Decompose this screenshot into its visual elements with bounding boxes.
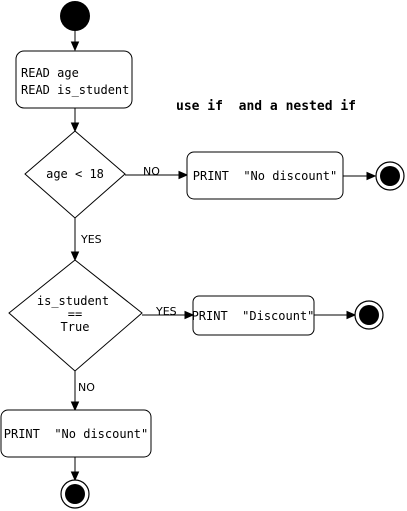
print-no-discount-top: PRINT "No discount": [186, 151, 344, 200]
arrowhead-start-to-input: [70, 41, 80, 52]
arrowhead-age-yes: [70, 251, 80, 262]
arrowhead-print-no-discount-top-to-end: [366, 171, 377, 181]
decision-age-label: age < 18: [46, 167, 104, 181]
decision-student-line1: is_student: [37, 294, 109, 308]
arrowhead-input-to-age-decision: [70, 122, 80, 133]
diagram-note: use if and a nested if: [176, 99, 356, 114]
print-discount: PRINT "Discount": [192, 295, 315, 336]
input-line-read-is-student: READ is_student: [21, 83, 129, 97]
print-no-discount-top-label: PRINT "No discount": [193, 169, 338, 183]
end-node-middle: [354, 300, 384, 330]
edge-label-age-no: NO: [143, 165, 160, 178]
input-box: READ age READ is_student: [15, 50, 133, 109]
decision-student-line2: ==: [68, 307, 82, 321]
decision-age: age < 18: [24, 130, 126, 219]
start-node: [60, 1, 90, 31]
arrowhead-student-no: [70, 401, 80, 412]
edge-label-student-no: NO: [78, 381, 95, 394]
print-no-discount-bottom-label: PRINT "No discount": [4, 427, 149, 441]
arrowhead-student-yes: [184, 310, 195, 320]
input-line-read-age: READ age: [21, 66, 79, 80]
decision-student-line3: True: [61, 320, 90, 334]
end-node-top: [375, 161, 405, 191]
end-node-bottom: [60, 479, 90, 509]
arrowhead-age-no: [178, 170, 189, 180]
arrowhead-print-no-discount-bottom-to-end: [70, 471, 80, 482]
edge-label-age-yes: YES: [80, 233, 102, 246]
print-discount-label: PRINT "Discount": [192, 309, 315, 323]
decision-student: is_student == True: [8, 259, 143, 372]
arrowhead-print-discount-to-end: [346, 310, 357, 320]
print-no-discount-bottom: PRINT "No discount": [0, 409, 152, 458]
edge-label-student-yes: YES: [155, 305, 177, 318]
